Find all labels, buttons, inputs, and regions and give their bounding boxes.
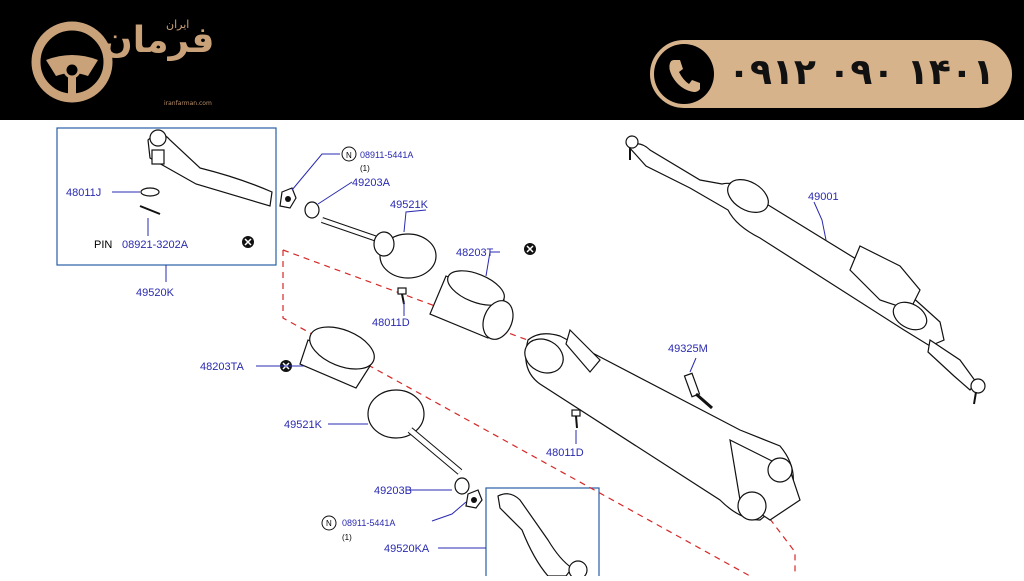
steering-wheel-icon: [31, 21, 113, 103]
label-qty-top: (1): [360, 164, 370, 173]
brand-logo[interactable]: فرمان ایران iranfarman.com: [28, 14, 218, 110]
lock-nut-top[interactable]: [279, 187, 297, 209]
label-49325m: 49325M: [668, 343, 708, 355]
not-sold-icon: [524, 243, 536, 255]
tie-rod-end-bottom-part[interactable]: [497, 493, 588, 580]
ring-49203b[interactable]: [454, 477, 470, 495]
label-49520k: 49520K: [136, 287, 175, 299]
parts-diagram: 48011J PIN 08921-3202A 49520K N 08911-54…: [0, 120, 1024, 581]
phone-icon: [669, 60, 700, 92]
label-49520ka: 49520KA: [384, 543, 430, 555]
rack-housing-center[interactable]: [519, 328, 801, 521]
label-49521k-bottom: 49521K: [284, 419, 323, 431]
assembly-outline-left: [282, 250, 751, 577]
label-49521k-top: 49521K: [390, 199, 429, 211]
label-n-top: N: [346, 151, 352, 160]
phone-badge[interactable]: ۰۹۱۲ ۰۹۰ ۱۴۰۱: [648, 38, 1014, 110]
brand-sub: ایران: [166, 18, 190, 31]
label-49203b: 49203B: [374, 485, 412, 497]
brand-name: فرمان: [102, 20, 215, 61]
label-pin: PIN: [94, 239, 112, 251]
lock-nut-bottom[interactable]: [465, 489, 483, 509]
label-48011d-bottom: 48011D: [546, 447, 584, 459]
sensor-49325m[interactable]: [683, 372, 713, 410]
brand-tagline: iranfarman.com: [164, 100, 212, 107]
label-49203a: 49203A: [352, 177, 391, 189]
sleeve-48203t[interactable]: [429, 264, 518, 344]
label-pin-code: 08921-3202A: [122, 239, 189, 251]
label-48011j: 48011J: [66, 187, 101, 199]
inner-tie-rod-bottom[interactable]: [367, 389, 463, 475]
sleeve-48203ta[interactable]: [299, 319, 380, 389]
not-sold-icon: [242, 236, 254, 248]
label-08911-bottom: 08911-5441A: [342, 518, 395, 528]
label-49001: 49001: [808, 191, 839, 203]
label-08911-top: 08911-5441A: [360, 150, 413, 160]
label-n-bottom: N: [326, 519, 332, 528]
phone-number[interactable]: ۰۹۱۲ ۰۹۰ ۱۴۰۱: [728, 52, 995, 93]
ring-49203a[interactable]: [304, 201, 320, 219]
tie-rod-box-right: [485, 487, 600, 581]
new-part-marker-bottom: [321, 515, 337, 531]
label-48011d-top: 48011D: [372, 317, 410, 329]
steering-rack-assembly-49001[interactable]: [625, 135, 986, 405]
bolt-48011d-bottom[interactable]: [571, 409, 581, 429]
assembly-outline: [282, 249, 561, 353]
new-part-marker-top: [341, 146, 357, 162]
label-48203t: 48203T: [456, 247, 494, 259]
tie-rod-end-part[interactable]: [139, 129, 273, 215]
label-48203ta: 48203TA: [200, 361, 244, 373]
inner-tie-rod-top[interactable]: [321, 217, 437, 279]
phone-icon-circle: [654, 44, 714, 104]
bolt-48011d-top[interactable]: [397, 287, 407, 305]
label-qty-bottom: (1): [342, 533, 352, 542]
site-header: فرمان ایران iranfarman.com ۰۹۱۲ ۰۹۰ ۱۴۰۱: [0, 0, 1024, 120]
